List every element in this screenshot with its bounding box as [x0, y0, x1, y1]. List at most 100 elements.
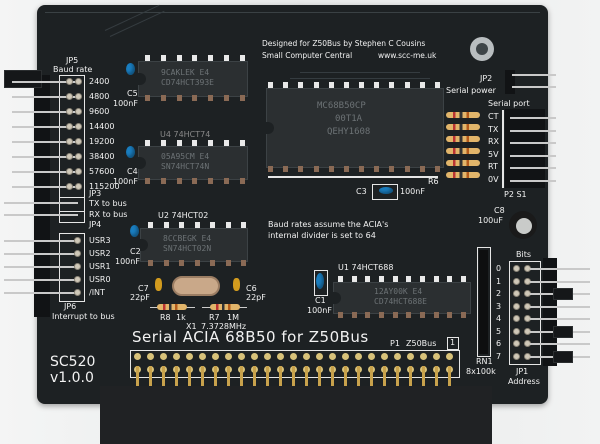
p1-pad: [290, 353, 297, 360]
jp1-jumper[interactable]: [553, 350, 573, 363]
jp6-pin[interactable]: [4, 240, 78, 242]
jp1-pin[interactable]: [530, 318, 590, 320]
jp6-pin[interactable]: [4, 253, 78, 255]
u1-silk: U1 74HCT688: [338, 263, 394, 272]
jp1-pin[interactable]: [530, 280, 590, 283]
jp5-pin[interactable]: [12, 81, 78, 83]
jp1-pad: [513, 315, 520, 322]
credit-line-2-right: www.scc-me.uk: [378, 51, 437, 60]
u1-marking-1: 12AY00K E4: [374, 287, 423, 296]
c2-value: 100nF: [115, 257, 140, 266]
p1-pin: [331, 366, 334, 388]
jp1-pad: [513, 340, 520, 347]
p1-pin: [227, 366, 230, 388]
u3-bottom-pins: [268, 166, 440, 172]
p1-pin: [266, 366, 269, 388]
p1-ref: P1: [390, 339, 400, 348]
serial-port-outline: [502, 110, 504, 188]
jp3-pin[interactable]: [4, 202, 78, 204]
serial-pin[interactable]: [510, 167, 556, 169]
serial-pin[interactable]: [510, 154, 556, 157]
jp5-rate-label: 4800: [89, 92, 110, 101]
jp6-pad: [74, 263, 81, 270]
p1-pin: [448, 366, 451, 388]
jp5-jumper[interactable]: [4, 70, 42, 88]
jp6-pad: [74, 289, 81, 296]
board-edge-line: [45, 12, 540, 13]
p1-pad: [381, 353, 388, 360]
x1-ref: X1: [186, 322, 197, 331]
u2-chip: 8CCBEGK E4 SN74HCT02N: [140, 228, 248, 262]
c2-capacitor: [130, 225, 139, 237]
jp6-pin-label: USR1: [89, 262, 111, 271]
serial-pin[interactable]: [510, 179, 556, 182]
c6-ref: C6: [246, 284, 257, 293]
credit-line-2-left: Small Computer Central: [262, 51, 353, 60]
serial-pin[interactable]: [510, 117, 556, 119]
trace: [300, 72, 420, 73]
left-header-body: [34, 75, 50, 317]
jp6-pin-label: USR3: [89, 236, 111, 245]
resistor: [446, 160, 480, 166]
jp2-label: Serial power: [446, 86, 496, 95]
mounting-hole: [470, 37, 494, 61]
jp5-pin[interactable]: [12, 171, 78, 173]
jp2-pin[interactable]: [512, 86, 556, 88]
jp5-pin[interactable]: [12, 186, 78, 188]
jp5-rate-label: 2400: [89, 77, 110, 86]
p1-pad: [355, 353, 362, 360]
u4-silk: U4 74HCT74: [160, 130, 211, 139]
u3-marking-1: MC68B50CP: [317, 101, 366, 111]
jp5-pin[interactable]: [12, 126, 78, 128]
jp1-pin[interactable]: [530, 343, 590, 345]
jp1-pad: [513, 277, 520, 285]
c1-outline: [314, 270, 328, 296]
jp1-bit-label: 6: [496, 339, 502, 348]
r6-ref: R6: [428, 177, 439, 186]
jp5-pad: [75, 153, 82, 160]
p1-pin: [175, 366, 178, 388]
serial-pin[interactable]: [510, 129, 556, 132]
serial-pin[interactable]: [510, 142, 556, 144]
p1-pad: [316, 353, 323, 360]
jp2-pin[interactable]: [512, 74, 556, 76]
u4-top-pins: [145, 140, 245, 146]
u5-chip: 9CAKLEK E4 CD74HCT393E: [138, 61, 248, 97]
jp1-jumper[interactable]: [553, 325, 573, 338]
jp5-pad: [66, 153, 73, 160]
jp5-pin[interactable]: [12, 156, 78, 158]
jp1-pad: [513, 290, 520, 297]
u3-top-pins: [268, 82, 440, 88]
p1-pin1-label: 1: [450, 338, 456, 347]
x1-crystal: [172, 276, 220, 296]
jp1-pin[interactable]: [530, 305, 590, 308]
jp5-pin[interactable]: [12, 141, 78, 143]
jp6-pin-label: USR2: [89, 249, 111, 258]
u3-acia-chip: MC68B50CP 00T1A QEHY1608: [266, 88, 444, 168]
c7-capacitor: [155, 278, 162, 291]
jp5-rate-label: 19200: [89, 137, 115, 146]
p1-pad: [277, 353, 284, 360]
jp6-pin[interactable]: [4, 292, 78, 294]
jp5-pin[interactable]: [12, 96, 78, 98]
p1-pad: [199, 353, 206, 360]
jp1-ref: JP1: [516, 367, 529, 376]
serial-port-header[interactable]: [505, 109, 545, 188]
jp5-pad: [75, 168, 82, 175]
jp4-pin[interactable]: [4, 214, 78, 216]
jp5-pin[interactable]: [12, 111, 78, 113]
jp1-bit-label: 1: [496, 276, 502, 286]
jp6-pin[interactable]: [4, 266, 78, 268]
jp4-label: RX to bus: [89, 210, 128, 219]
rn1-ref: RN1: [476, 357, 493, 366]
p1-pin: [279, 366, 282, 388]
jp1-jumper[interactable]: [553, 288, 573, 300]
serial-pin-label: RX: [488, 137, 500, 146]
baud-note-line-1: Baud rates assume the ACIA's: [268, 220, 389, 229]
c4-capacitor: [126, 146, 135, 158]
jp1-pin[interactable]: [530, 268, 590, 270]
jp6-pin[interactable]: [4, 279, 78, 281]
board-name: SC520: [50, 354, 96, 370]
c1-capacitor: [316, 273, 324, 289]
u2-bottom-pins: [148, 260, 246, 266]
